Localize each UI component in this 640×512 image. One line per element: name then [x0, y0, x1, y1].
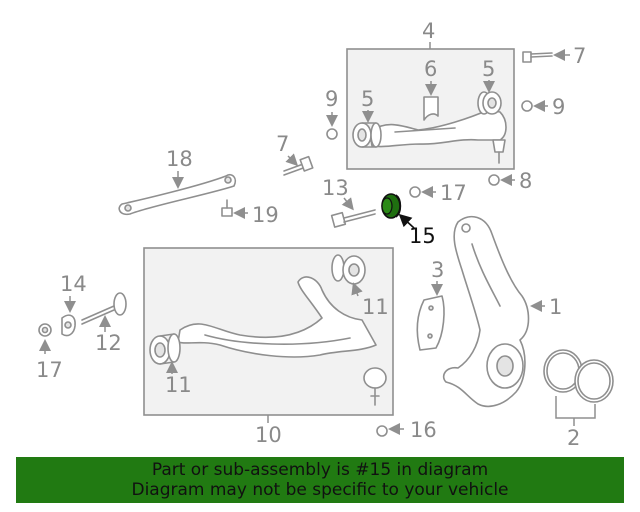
- callout-19[interactable]: 19: [252, 203, 279, 227]
- callout-15[interactable]: 15: [409, 224, 436, 248]
- callout-9-right[interactable]: 9: [552, 95, 565, 119]
- callout-14[interactable]: 14: [60, 272, 87, 296]
- info-banner: Part or sub-assembly is #15 in diagram D…: [16, 457, 624, 503]
- banner-line-1: Part or sub-assembly is #15 in diagram: [151, 460, 489, 480]
- bolt-middle[interactable]: [283, 155, 314, 176]
- callout-13[interactable]: 13: [322, 176, 349, 200]
- bushing-lower-left[interactable]: [149, 333, 181, 365]
- callout-17-lower[interactable]: 17: [36, 358, 63, 382]
- callout-3[interactable]: 3: [431, 258, 444, 282]
- seal-rings[interactable]: [543, 349, 614, 403]
- upper-control-arm-group: 4 5 5 6: [346, 19, 515, 170]
- bolt-19[interactable]: [221, 199, 233, 217]
- callout-17-upper[interactable]: 17: [440, 181, 467, 205]
- callout-12[interactable]: 12: [95, 331, 122, 355]
- nut-17-lower[interactable]: [38, 323, 52, 337]
- callout-11-left[interactable]: 11: [165, 373, 192, 397]
- callout-5-right[interactable]: 5: [482, 57, 495, 81]
- shield[interactable]: [416, 295, 445, 351]
- nut-16[interactable]: [376, 425, 388, 437]
- nut-8[interactable]: [488, 174, 500, 186]
- callout-7-top[interactable]: 7: [573, 44, 586, 68]
- upper-ball-joint[interactable]: [492, 139, 506, 153]
- lower-control-arm-group: 10 11 11: [143, 247, 394, 447]
- bracket[interactable]: [423, 96, 439, 121]
- bushing-upper-left[interactable]: [352, 122, 382, 148]
- steering-knuckle[interactable]: [442, 215, 530, 408]
- callout-2[interactable]: 2: [567, 426, 580, 450]
- nut-17-upper[interactable]: [409, 186, 421, 198]
- banner-line-2: Diagram may not be specific to your vehi…: [131, 480, 509, 500]
- lower-control-arm[interactable]: [177, 276, 377, 358]
- callout-4[interactable]: 4: [422, 19, 435, 43]
- bushing-upper-right[interactable]: [477, 91, 502, 115]
- highlighted-part-15[interactable]: [381, 193, 402, 219]
- callout-9-left[interactable]: 9: [325, 87, 338, 111]
- callout-11-right[interactable]: 11: [362, 295, 389, 319]
- callout-7-middle[interactable]: 7: [276, 132, 289, 156]
- bolt-top-right[interactable]: [522, 51, 553, 63]
- callout-8[interactable]: 8: [519, 169, 532, 193]
- cam-washer[interactable]: [61, 314, 76, 337]
- callout-6[interactable]: 6: [424, 57, 437, 81]
- callout-10[interactable]: 10: [255, 423, 282, 447]
- callout-5-left[interactable]: 5: [361, 87, 374, 111]
- strut-rod[interactable]: [118, 173, 237, 216]
- cam-bolt[interactable]: [81, 292, 127, 325]
- callout-16[interactable]: 16: [410, 418, 437, 442]
- callout-1[interactable]: 1: [549, 295, 562, 319]
- nut-left[interactable]: [326, 128, 338, 140]
- nut-right[interactable]: [521, 100, 533, 112]
- callout-18[interactable]: 18: [166, 147, 193, 171]
- lower-ball-joint[interactable]: [363, 367, 387, 406]
- bolt-13[interactable]: [330, 209, 376, 228]
- parts-diagram: 4 5 5 6 7: [36, 19, 614, 450]
- bushing-lower-right[interactable]: [331, 254, 366, 285]
